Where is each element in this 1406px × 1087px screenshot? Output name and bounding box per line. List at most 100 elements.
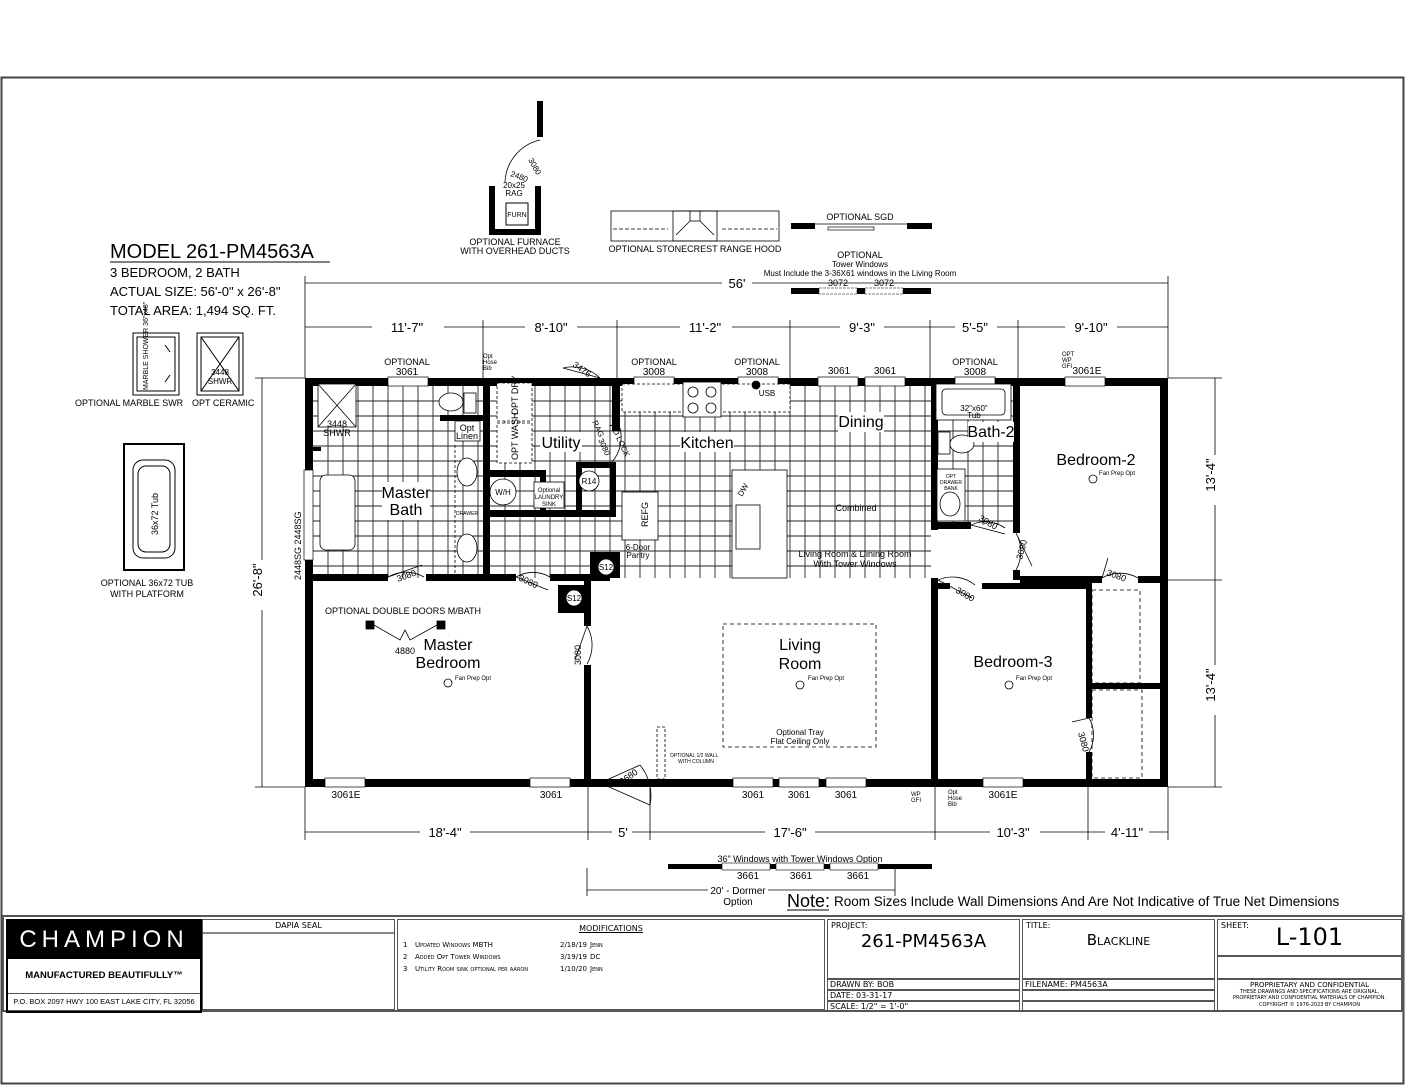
dormer-option: 36" Windows with Tower Windows Option 36… bbox=[586, 854, 932, 908]
modifications-header: MODIFICATIONS bbox=[579, 924, 643, 933]
tower-label-1: OPTIONAL bbox=[837, 250, 883, 260]
tower-label-3: Must Include the 3-36X61 windows in the … bbox=[764, 269, 957, 278]
dim-overall-width: 56' bbox=[729, 276, 746, 291]
door-3080: 3080 bbox=[573, 645, 583, 665]
dim-left: 26'-8" bbox=[250, 563, 265, 597]
room-labels: Master Bath Utility Kitchen Dining Bath-… bbox=[382, 412, 1136, 673]
window-bottom-2: 3061 bbox=[540, 790, 563, 801]
dim-bottom-5: 4'-11" bbox=[1111, 825, 1144, 840]
linen-label-2: Linen bbox=[456, 431, 478, 441]
no-lock-label: NO LOCK bbox=[608, 422, 632, 459]
optional-ceramic-shower: 3448 SHWR bbox=[196, 332, 244, 396]
model-title: MODEL 261-PM4563A bbox=[110, 241, 314, 263]
dimension-labels: 56' 11'-7" 8'-10" 11'-2" 9'-3" 5'-5" 9'-… bbox=[250, 275, 1224, 840]
proprietary-line-2: PROPRIETARY AND CONFIDENTIAL MATERIALS O… bbox=[1232, 995, 1387, 1001]
modification-date: 2/18/19 bbox=[560, 941, 587, 949]
wh-label: W/H bbox=[495, 488, 511, 497]
hose-bib-1: Opt bbox=[483, 354, 493, 360]
window-bottom-5: 3061 bbox=[835, 790, 858, 801]
room-master-bath: Master bbox=[382, 485, 432, 502]
modification-num: 3 bbox=[403, 965, 408, 973]
dim-right-2: 13'-4" bbox=[1203, 668, 1218, 702]
sink bbox=[456, 533, 478, 563]
door-3080: 3080 bbox=[977, 513, 999, 532]
modification-num: 1 bbox=[403, 941, 408, 949]
rag-label: RAG bbox=[590, 419, 605, 439]
modification-desc: Added Opt Tower Windows bbox=[415, 953, 501, 961]
combined-label: Combined bbox=[835, 503, 876, 513]
drawer-bank-1: OPT bbox=[946, 474, 956, 480]
opt-dry-label: OPT DRY bbox=[510, 375, 520, 415]
master-toilet bbox=[438, 392, 464, 412]
room-master-bedroom: Master bbox=[424, 637, 474, 654]
fan-prep-label: Fan Prep Opt bbox=[455, 676, 491, 682]
hose-bib-3: Bib bbox=[483, 366, 492, 372]
note-label: Note: bbox=[787, 891, 830, 911]
dim-top-2: 8'-10" bbox=[534, 320, 568, 335]
model-bedrooms: 3 BEDROOM, 2 BATH bbox=[110, 265, 240, 280]
laundry-sink-label-2: LAUNDRY bbox=[535, 495, 564, 501]
title-block: CHAMPION MANUFACTURED BEAUTIFULLY™ P.O. … bbox=[2, 915, 1404, 1013]
fixture-labels: 3448 SHWR Opt Linen OPT DRY OPT WASH W/H… bbox=[323, 352, 1135, 808]
refrigerator bbox=[621, 491, 659, 541]
window-bottom-1: 3061E bbox=[332, 790, 361, 801]
opt-wp-gfi-3: GFI bbox=[1062, 364, 1072, 370]
tub-size: 32"x60" bbox=[960, 404, 988, 413]
dim-bottom-1: 18'-4" bbox=[428, 825, 462, 840]
furnace-label-1: OPTIONAL FURNACE bbox=[469, 237, 560, 247]
fan-lights bbox=[443, 474, 1098, 690]
opt-wash-label: OPT WASH bbox=[510, 412, 520, 460]
dormer-label-1: 20' - Dormer bbox=[710, 886, 766, 897]
sgd-label: OPTIONAL SGD bbox=[826, 212, 894, 222]
opt-wp-gfi-2: WP bbox=[1062, 358, 1072, 364]
dormer-label-2: Option bbox=[723, 897, 752, 908]
half-wall-label-1: OPTIONAL 1/2 WALL bbox=[670, 753, 718, 759]
tub-platform-label-1: OPTIONAL 36x72 TUB bbox=[101, 578, 194, 588]
model-info: MODEL 261-PM4563A 3 BEDROOM, 2 BATH ACTU… bbox=[110, 241, 330, 318]
blank-cell bbox=[1217, 956, 1402, 979]
linen-label-1: Opt bbox=[460, 423, 475, 433]
window-optional-label: OPTIONAL bbox=[952, 357, 998, 367]
optional-marble-shower: MARBLE SHOWER 36"x48" bbox=[132, 301, 180, 396]
furnace-door-size: 3080 bbox=[526, 157, 543, 177]
dapia-seal-box: DAPIA SEAL bbox=[202, 919, 395, 1010]
window-optional-label: OPTIONAL bbox=[734, 357, 780, 367]
door-3080: 3080 bbox=[1014, 539, 1029, 561]
opt-wp-gfi-1: OPT bbox=[1062, 352, 1075, 358]
range-hood-label: OPTIONAL STONECREST RANGE HOOD bbox=[609, 244, 782, 254]
tub-platform-label-2: WITH PLATFORM bbox=[110, 589, 184, 599]
shwr-label: SHWR bbox=[323, 428, 351, 438]
hose-bib-3: Bib bbox=[948, 802, 957, 808]
furnace-label-2: WITH OVERHEAD DUCTS bbox=[460, 246, 570, 256]
dim-right-1: 13'-4" bbox=[1203, 458, 1218, 492]
marble-shower-label: MARBLE SHOWER 36"x48" bbox=[143, 301, 150, 390]
room-master-bath: Bath bbox=[390, 502, 423, 519]
modification-date: 3/19/19 bbox=[560, 953, 587, 961]
master-tub bbox=[319, 474, 356, 551]
walls bbox=[305, 378, 1168, 787]
usb-label: USB bbox=[759, 389, 775, 398]
opt-dryer bbox=[496, 382, 533, 422]
fixtures bbox=[317, 380, 1143, 780]
hose-bib-2: Hose bbox=[483, 360, 498, 366]
project-value: 261-PM4563A bbox=[860, 931, 987, 952]
modification-by: DC bbox=[590, 953, 601, 961]
dim-top-6: 9'-10" bbox=[1074, 320, 1108, 335]
room-utility: Utility bbox=[541, 435, 580, 452]
dim-top-4: 9'-3" bbox=[849, 320, 875, 335]
optional-sgd: OPTIONAL SGD bbox=[791, 212, 932, 231]
company-name: CHAMPION bbox=[8, 921, 200, 959]
laundry-sink-label-3: SINK bbox=[542, 502, 556, 508]
opt-washer bbox=[496, 422, 533, 464]
living-dining-label-1: Living Room & Dining Room bbox=[798, 549, 911, 559]
shwr-size: 3448 bbox=[327, 419, 347, 429]
modification-desc: Updated Windows MBTH bbox=[415, 941, 493, 949]
furnace-rag-label: RAG bbox=[505, 189, 522, 198]
filename: FILENAME: PM4563A bbox=[1022, 979, 1215, 990]
window-36-1: 3661 bbox=[737, 871, 760, 882]
model-area: TOTAL AREA: 1,494 SQ. FT. bbox=[110, 303, 276, 318]
drawn-by: DRAWN BY: BOB bbox=[827, 979, 1020, 990]
pantry-label-2: Pantry bbox=[626, 551, 649, 560]
door-3080: 3080 bbox=[1076, 731, 1091, 753]
ceramic-size: 3448 bbox=[211, 368, 229, 377]
